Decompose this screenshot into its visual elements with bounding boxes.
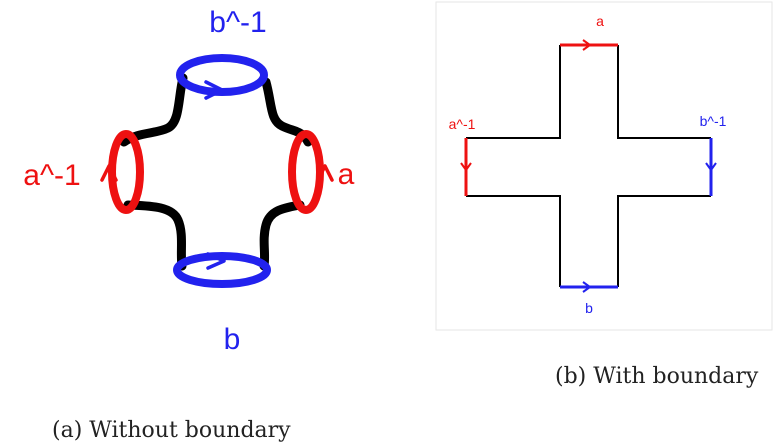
label-top-b-inverse: b^-1 [209, 6, 266, 39]
caption-figure-a: (a) Without boundary [52, 418, 291, 443]
bottom-boundary-circle [173, 252, 271, 288]
label-edge-right-b-inverse: b^-1 [700, 113, 727, 129]
caption-figure-b: (b) With boundary [555, 364, 759, 389]
label-edge-bottom-b: b [585, 300, 593, 316]
bottom-arrow-icon [206, 252, 226, 270]
top-arrow-icon [204, 80, 224, 100]
top-boundary-circle [176, 54, 268, 96]
edge-left-arrow-icon [460, 162, 472, 172]
tube-bottom-right [259, 200, 305, 271]
label-left-a-inverse: a^-1 [23, 159, 80, 192]
tube-top-left [119, 73, 188, 147]
edge-bottom-arrow-icon [582, 281, 592, 293]
edge-right-arrow-icon [705, 162, 717, 172]
right-boundary-circle [288, 130, 324, 214]
label-edge-left-a-inverse: a^-1 [449, 116, 476, 132]
tube-bottom-left [123, 200, 187, 271]
edge-top-arrow-icon [582, 39, 592, 51]
cross-outline [466, 45, 711, 287]
figure-b-panel [435, 1, 773, 331]
left-arrow-icon [100, 164, 118, 182]
label-bottom-b: b [224, 323, 241, 356]
right-arrow-icon [316, 164, 334, 182]
label-right-a: a [338, 158, 355, 191]
label-edge-top-a: a [596, 13, 604, 29]
